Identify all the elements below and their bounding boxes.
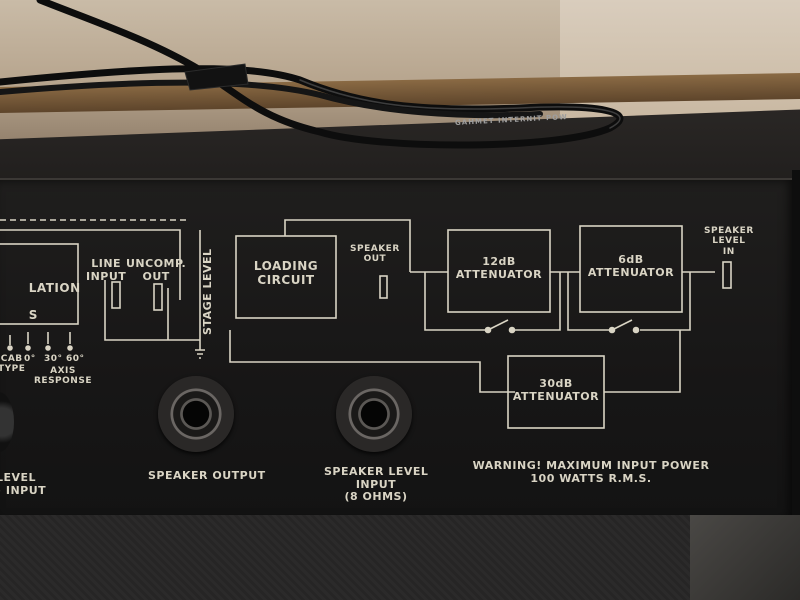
left-input-jack[interactable]	[0, 392, 14, 452]
speaker-level-in-label: SPEAKER LEVEL IN	[704, 226, 754, 257]
att-12db-box	[447, 229, 551, 313]
signal-schematic	[0, 219, 732, 429]
speaker-level-input-jack[interactable]	[336, 376, 412, 452]
amp-front-panel	[0, 178, 795, 520]
simulation-label: LATION S	[10, 268, 81, 337]
cab-type-label: CAB TYPE	[0, 354, 26, 375]
att-6db-box	[579, 225, 683, 313]
power-cable	[0, 0, 624, 149]
panel-edge	[792, 170, 800, 520]
warning-label: WARNING! MAXIMUM INPUT POWER 100 WATTS R…	[472, 459, 710, 485]
deg-30-label: 30°	[44, 354, 63, 364]
loading-circuit-label: LOADING CIRCUIT	[253, 259, 319, 287]
att-6db-label: 6dB ATTENUATOR	[587, 253, 675, 279]
level-input-label: LEVEL ) INPUT	[0, 471, 47, 497]
att-12db-label: 12dB ATTENUATOR	[455, 255, 543, 281]
cabinet-corner-protector	[690, 515, 800, 600]
sim-box	[0, 243, 79, 325]
line-input-label: LINE INPUT	[86, 257, 127, 283]
speaker-out-label: SPEAKER OUT	[350, 244, 400, 265]
loading-circuit-box	[235, 235, 337, 319]
deg-60-label: 60°	[66, 354, 85, 364]
uncomp-out-label: UNCOMP. OUT	[126, 257, 187, 283]
speaker-level-input-label: SPEAKER LEVEL INPUT (8 OHMS)	[324, 465, 429, 504]
deg-0-label: 0°	[24, 354, 36, 364]
speaker-output-jack[interactable]	[158, 376, 234, 452]
simulation-label-line1: LATION	[28, 280, 81, 295]
speaker-cabinet	[0, 515, 800, 600]
speaker-output-label: SPEAKER OUTPUT	[148, 469, 266, 482]
axis-response-label: AXIS RESPONSE	[34, 366, 92, 387]
simulation-label-line2: S	[28, 308, 38, 323]
att-30db-label: 30dB ATTENUATOR	[512, 377, 600, 403]
stage-level-label: STAGE LEVEL	[201, 248, 214, 335]
